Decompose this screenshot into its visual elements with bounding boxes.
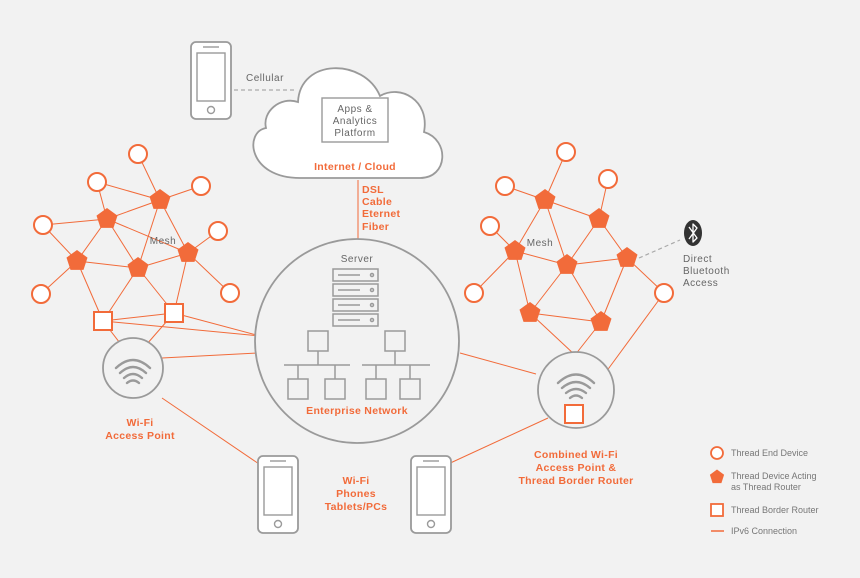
server-label: Server: [341, 254, 374, 265]
thread-end-device: [480, 216, 500, 236]
link-label-dsl: DSL: [362, 184, 384, 196]
wifi-ap-label-2: Access Point: [105, 430, 175, 442]
thread-routers: [66, 189, 638, 331]
thread-end-device: [31, 284, 51, 304]
link-label-cable: Cable: [362, 196, 392, 208]
combined-label-3: Thread Border Router: [518, 475, 633, 487]
network-topology-icon: [284, 330, 430, 400]
thread-border-router: [564, 404, 584, 424]
bluetooth-icon: [684, 220, 702, 246]
analytics-platform-box: [321, 97, 389, 143]
thread-router: [149, 189, 171, 209]
phones-label-1: Wi-Fi: [342, 475, 369, 487]
phones-label-3: Tablets/PCs: [325, 501, 388, 513]
legend-border-router-symbol: [710, 503, 724, 517]
thread-router: [96, 208, 118, 228]
bluetooth-label-2: Bluetooth: [683, 266, 730, 277]
bluetooth-label-3: Access: [683, 278, 718, 289]
wifi-icon: [556, 373, 596, 400]
cloud-box-line-1: Apps &: [337, 104, 372, 115]
thread-end-device: [598, 169, 618, 189]
legend: Thread End Device Thread Device Acting a…: [709, 446, 819, 536]
thread-end-device: [220, 283, 240, 303]
thread-end-device: [208, 221, 228, 241]
legend-ipv6: IPv6 Connection: [731, 526, 797, 536]
thread-end-device: [556, 142, 576, 162]
thread-end-device: [191, 176, 211, 196]
enterprise-network-circle: [254, 238, 460, 444]
thread-end-device: [33, 215, 53, 235]
phone-icon: [410, 455, 452, 534]
phone-icon: [257, 455, 299, 534]
thread-end-device: [464, 283, 484, 303]
mesh-label-right: Mesh: [527, 238, 553, 249]
link-label-eternet: Eternet: [362, 208, 400, 220]
bluetooth-link: [638, 239, 681, 259]
legend-border-router: Thread Border Router: [731, 505, 819, 515]
server-rack-icon: [332, 268, 379, 327]
enterprise-label: Enterprise Network: [306, 405, 408, 417]
mesh-label-left: Mesh: [150, 236, 176, 247]
thread-router: [588, 208, 610, 228]
bluetooth-label-1: Direct: [683, 254, 712, 265]
thread-router: [504, 240, 526, 260]
thread-border-router: [93, 311, 113, 331]
legend-router-symbol: [709, 469, 725, 484]
phones-label-2: Phones: [336, 488, 376, 500]
legend-end-device: Thread End Device: [731, 448, 808, 458]
combined-label-2: Access Point &: [536, 462, 617, 474]
wifi-icon: [114, 358, 152, 385]
thread-border-router: [164, 303, 184, 323]
thread-end-device: [495, 176, 515, 196]
cellular-label: Cellular: [246, 73, 284, 84]
link-label-fiber: Fiber: [362, 221, 389, 233]
cloud-box-line-2: Analytics: [333, 116, 378, 127]
thread-router: [590, 311, 612, 331]
combined-label-1: Combined Wi-Fi: [534, 449, 618, 461]
thread-router: [556, 254, 578, 274]
thread-end-device: [654, 283, 674, 303]
thread-router: [66, 250, 88, 270]
thread-router: [127, 257, 149, 277]
thread-router: [616, 247, 638, 267]
thread-end-device: [128, 144, 148, 164]
cloud-caption: Internet / Cloud: [314, 161, 396, 173]
thread-end-device: [87, 172, 107, 192]
thread-router: [177, 242, 199, 262]
cloud-icon: [252, 67, 444, 179]
thread-router: [534, 189, 556, 209]
phone-icon: [190, 41, 232, 120]
thread-router: [519, 302, 541, 322]
legend-router-line-2: as Thread Router: [731, 482, 801, 492]
legend-router-line-1: Thread Device Acting: [731, 471, 817, 481]
legend-end-device-symbol: [710, 446, 724, 460]
wifi-ap-label-1: Wi-Fi: [126, 417, 153, 429]
cloud-box-line-3: Platform: [334, 128, 375, 139]
